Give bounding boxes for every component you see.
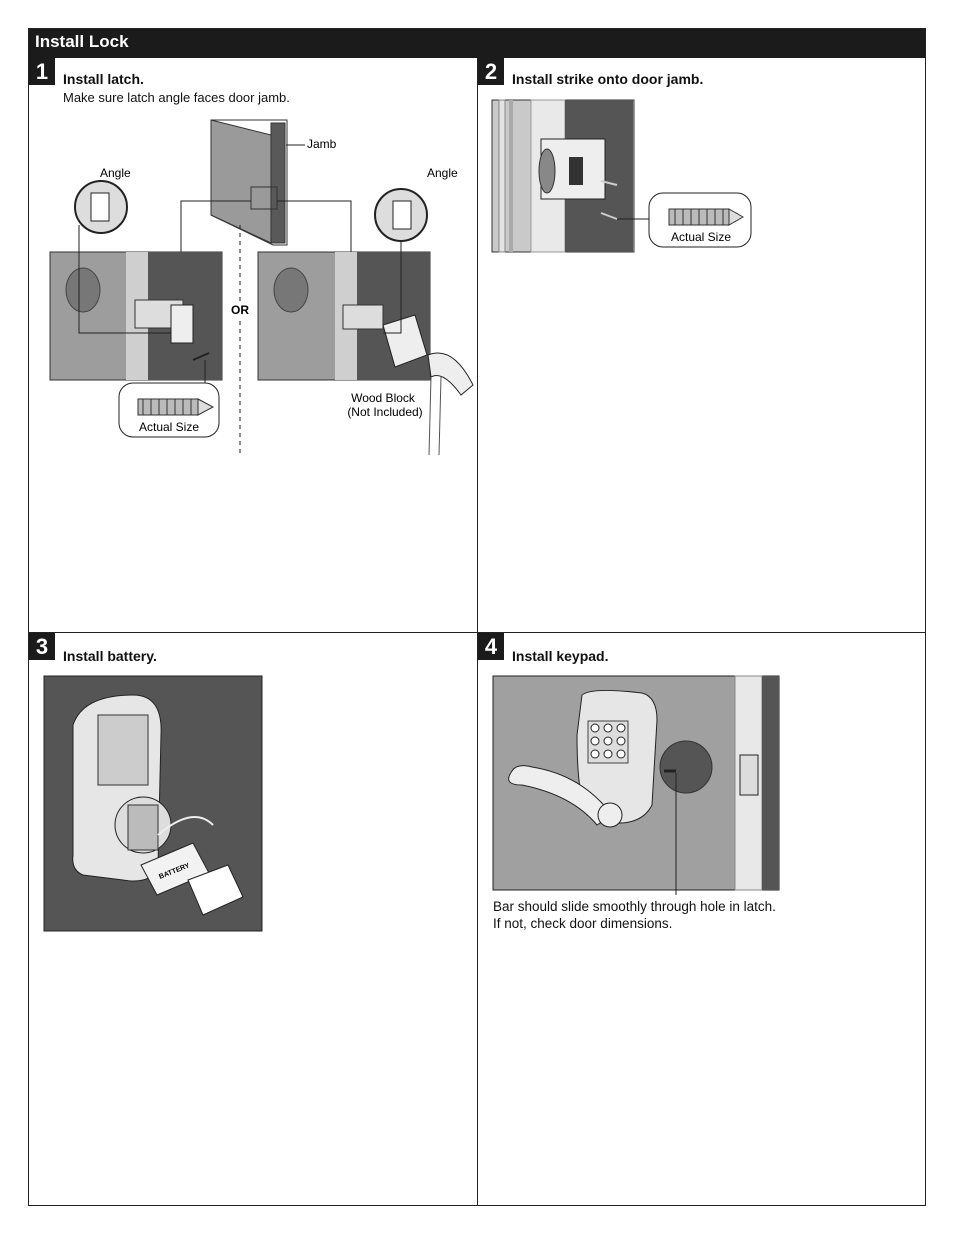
step-1-number: 1 xyxy=(29,58,55,85)
wood-block-label: Wood Block xyxy=(351,391,416,405)
wood-block-note: (Not Included) xyxy=(347,405,422,419)
step-3-illustration: BATTERY xyxy=(43,675,263,932)
row-divider xyxy=(29,632,925,633)
step-4-title: Install keypad. xyxy=(512,648,609,664)
step-4-illustration xyxy=(492,675,780,895)
step-1-subtitle: Make sure latch angle faces door jamb. xyxy=(63,90,290,105)
actual-size-label: Actual Size xyxy=(139,420,199,434)
step-2-title: Install strike onto door jamb. xyxy=(512,71,704,87)
keypad-icon xyxy=(587,720,629,764)
step-2-number: 2 xyxy=(478,58,504,85)
or-label: OR xyxy=(231,303,249,317)
step-2-illustration: Actual Size xyxy=(491,99,752,253)
actual-size-label: Actual Size xyxy=(671,230,731,244)
jamb-label: Jamb xyxy=(307,137,337,151)
step-3-number: 3 xyxy=(29,633,55,660)
door-edge-illustration xyxy=(210,119,272,244)
step-4-number: 4 xyxy=(478,633,504,660)
step-1-title: Install latch. xyxy=(63,71,144,87)
install-lock-frame: Install Lock 1 Install latch. Make sure … xyxy=(28,28,926,1206)
step-1-illustration: Jamb OR Angle Angle xyxy=(49,119,474,455)
angle-left-label: Angle xyxy=(100,166,131,180)
section-title: Install Lock xyxy=(35,32,129,51)
screw-actual-size-icon xyxy=(137,398,215,416)
section-header: Install Lock xyxy=(29,29,925,58)
step-4-note: Bar should slide smoothly through hole i… xyxy=(493,899,776,931)
angle-right-label: Angle xyxy=(427,166,458,180)
screw-actual-size-icon xyxy=(668,208,745,226)
battery-icon: BATTERY xyxy=(140,842,210,896)
step-3-title: Install battery. xyxy=(63,648,157,664)
